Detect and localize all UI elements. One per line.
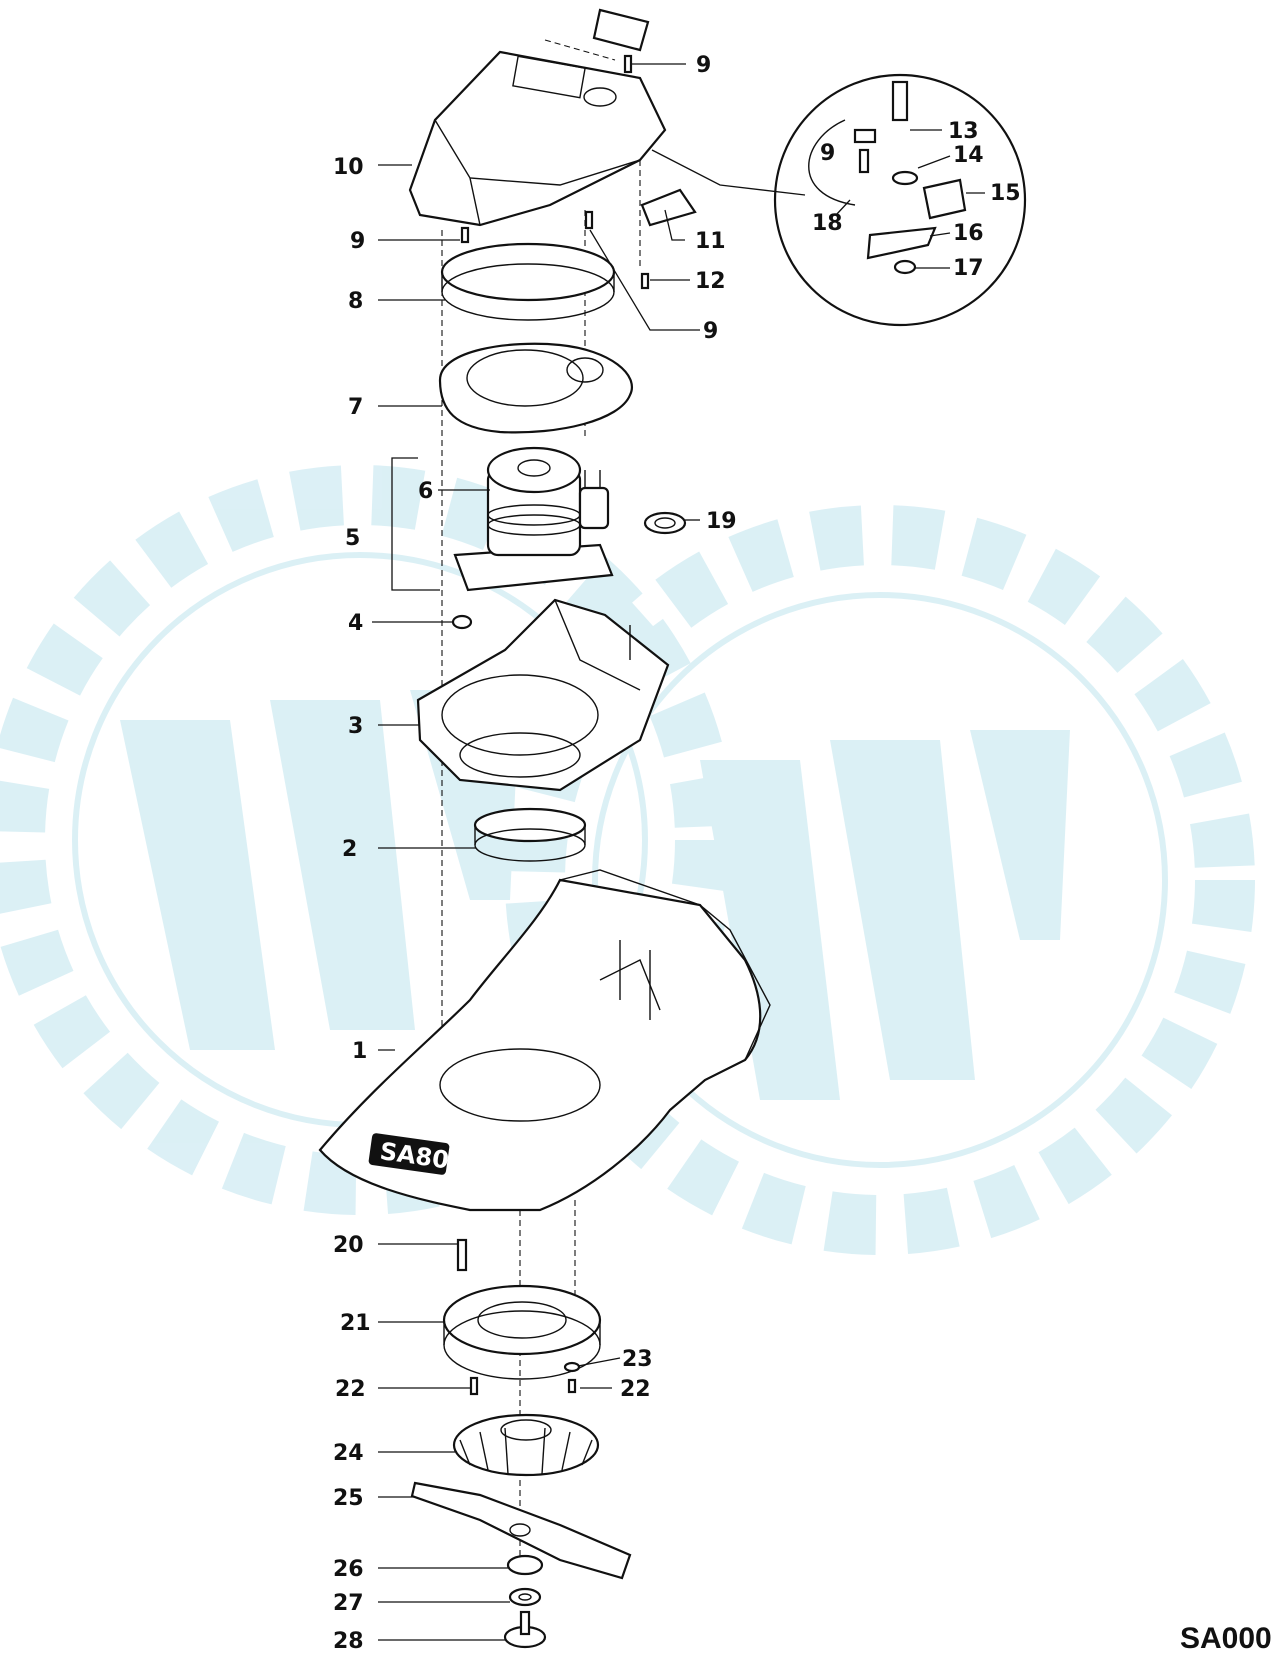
part-22-screw-left — [469, 1376, 479, 1396]
switch-detail-inset — [651, 73, 1027, 327]
callout-8: 8 — [348, 289, 363, 314]
callout-22-right: 22 — [620, 1377, 651, 1402]
part-9-screws — [460, 54, 633, 244]
diagram-code-label: SA000 — [1180, 1622, 1272, 1655]
callout-9-inset: 9 — [820, 141, 835, 166]
callout-15: 15 — [990, 181, 1021, 206]
callout-16: 16 — [953, 221, 984, 246]
part-4-nut — [451, 614, 473, 630]
part-7-cover-plate — [438, 342, 633, 434]
callout-13: 13 — [948, 119, 979, 144]
callout-9-right: 9 — [703, 319, 718, 344]
callout-14: 14 — [953, 143, 984, 168]
part-20-bolt — [456, 1238, 468, 1272]
part-10-top-cover — [408, 8, 667, 227]
part-11-plate — [640, 188, 697, 227]
callout-9-top: 9 — [696, 53, 711, 78]
callout-21: 21 — [340, 1311, 371, 1336]
part-23-washer — [563, 1361, 581, 1373]
callout-20: 20 — [333, 1233, 364, 1258]
part-28-bolt — [503, 1610, 547, 1649]
part-19-clip — [643, 511, 687, 535]
part-3-motor-housing — [416, 598, 670, 792]
callout-27: 27 — [333, 1591, 364, 1616]
part-26-hub — [506, 1554, 544, 1576]
callout-labels: 1 2 3 4 5 6 7 8 9 9 9 9 10 11 12 13 14 1… — [333, 53, 1021, 1654]
leader-lines — [372, 63, 985, 1641]
watermark-gear-right — [505, 505, 1255, 1255]
callout-11: 11 — [695, 229, 726, 254]
callout-4: 4 — [348, 611, 363, 636]
callout-6: 6 — [418, 479, 433, 504]
part-22-screw-right — [567, 1378, 577, 1394]
callout-23: 23 — [622, 1347, 653, 1372]
callout-28: 28 — [333, 1629, 364, 1654]
part-25-blade — [410, 1481, 632, 1580]
callout-3: 3 — [348, 714, 363, 739]
callout-17: 17 — [953, 256, 984, 281]
callout-5: 5 — [345, 526, 360, 551]
callout-9-left: 9 — [350, 229, 365, 254]
part-1-mower-deck — [318, 869, 771, 1212]
callout-18: 18 — [812, 211, 843, 236]
part-5-motor-assembly — [391, 446, 614, 592]
callout-24: 24 — [333, 1441, 364, 1466]
part-12-screw — [640, 272, 650, 290]
callout-26: 26 — [333, 1557, 364, 1582]
callout-19: 19 — [706, 509, 737, 534]
callout-1: 1 — [352, 1039, 367, 1064]
callout-7: 7 — [348, 395, 363, 420]
part-8-ring — [440, 242, 616, 321]
callout-10: 10 — [333, 155, 364, 180]
inset-circle — [773, 73, 1027, 327]
part-2-collar — [473, 807, 587, 862]
callout-22-left: 22 — [335, 1377, 366, 1402]
callout-12: 12 — [695, 269, 726, 294]
callout-2: 2 — [342, 837, 357, 862]
part-24-fan — [452, 1413, 600, 1477]
part-27-washer — [508, 1587, 542, 1607]
part-21-flange — [442, 1284, 602, 1380]
callout-25: 25 — [333, 1486, 364, 1511]
